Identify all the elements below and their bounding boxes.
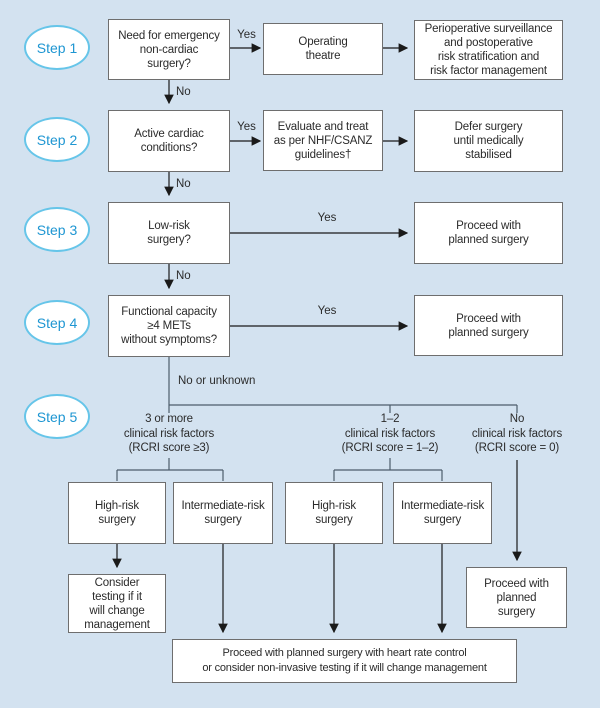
box-proceed-row3: Proceed with planned surgery: [414, 202, 563, 264]
edge-label-no-step3: No: [176, 270, 191, 282]
box-high-risk-surgery-left: High-risk surgery: [68, 482, 166, 544]
step-badge-1: Step 1: [24, 25, 90, 70]
box-defer-surgery: Defer surgery until medically stabilised: [414, 110, 563, 172]
box-intermediate-risk-surgery-right: Intermediate-risk surgery: [393, 482, 492, 544]
box-active-cardiac-question: Active cardiac conditions?: [108, 110, 230, 172]
branch-label-1-to-2: 1–2 clinical risk factors (RCRI score = …: [341, 413, 439, 454]
box-proceed-bottom: Proceed with planned surgery with heart …: [172, 639, 517, 683]
box-operating-theatre: Operating theatre: [263, 23, 383, 75]
branch-connectors: [116, 357, 518, 481]
box-high-risk-surgery-right: High-risk surgery: [285, 482, 383, 544]
box-emergency-surgery-question: Need for emergency non-cardiac surgery?: [108, 19, 230, 80]
box-perioperative-surveillance: Perioperative surveillance and postopera…: [414, 20, 563, 80]
edge-label-no-step2: No: [176, 178, 191, 190]
box-functional-capacity-question: Functional capacity ≥4 METs without symp…: [108, 295, 230, 357]
edge-label-no-step1: No: [176, 86, 191, 98]
edge-label-yes-step3: Yes: [317, 212, 337, 224]
arrow-connectors: [112, 43, 522, 634]
branch-label-3-or-more: 3 or more clinical risk factors (RCRI sc…: [123, 413, 215, 454]
box-consider-testing: Consider testing if it will change manag…: [68, 574, 166, 633]
step-badge-5: Step 5: [24, 394, 90, 439]
edge-label-no-or-unknown: No or unknown: [178, 375, 256, 387]
box-proceed-row4: Proceed with planned surgery: [414, 295, 563, 356]
step-badge-3: Step 3: [24, 207, 90, 252]
edge-label-yes-step1: Yes: [237, 29, 256, 41]
box-evaluate-treat: Evaluate and treat as per NHF/CSANZ guid…: [263, 110, 383, 171]
branch-label-no-risk: No clinical risk factors (RCRI score = 0…: [471, 413, 563, 454]
box-intermediate-risk-surgery-left: Intermediate-risk surgery: [173, 482, 273, 544]
edge-label-yes-step2: Yes: [237, 121, 256, 133]
step-badge-4: Step 4: [24, 300, 90, 345]
edge-label-yes-step4: Yes: [317, 305, 337, 317]
box-proceed-no-risk: Proceed with planned surgery: [466, 567, 567, 628]
box-low-risk-question: Low-risk surgery?: [108, 202, 230, 264]
step-badge-2: Step 2: [24, 117, 90, 162]
